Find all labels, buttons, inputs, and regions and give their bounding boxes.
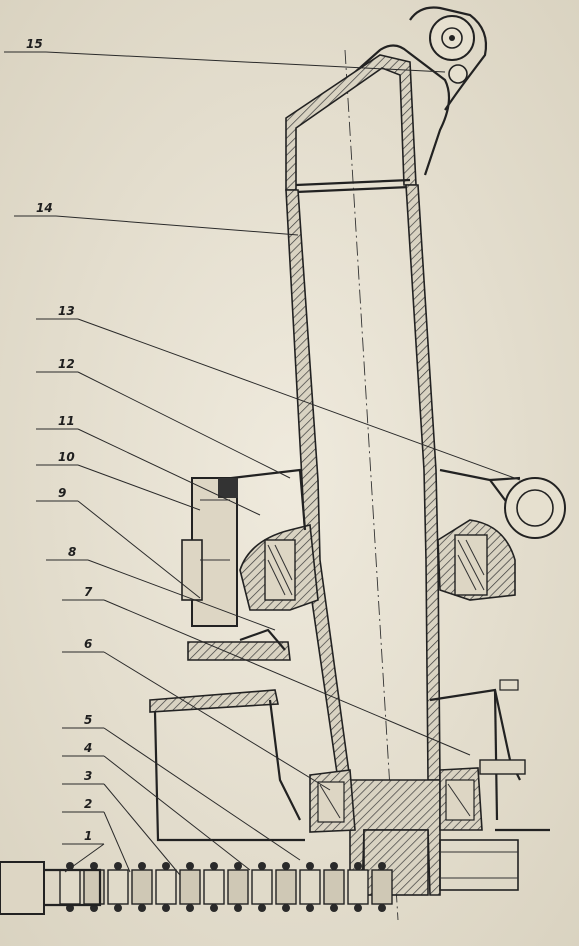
chain-pin [114, 862, 122, 870]
leader-line-4 [103, 755, 251, 871]
top-pivot-bracket [289, 6, 488, 176]
chain-pin [90, 862, 98, 870]
callout-label-11: 11 [58, 414, 75, 428]
leader-line-14 [55, 215, 299, 236]
leader-line-8 [87, 559, 276, 631]
chain-link [251, 869, 273, 905]
chain-pin [306, 862, 314, 870]
lower-bearing-right [439, 759, 526, 831]
chain-pin [258, 862, 266, 870]
leader-line-1 [64, 843, 105, 873]
chain-link [299, 869, 321, 905]
leader-line-7 [103, 599, 471, 756]
chain-pin [282, 862, 290, 870]
chain-pin [234, 904, 242, 912]
chain-pin [234, 862, 242, 870]
lower-housing [149, 679, 550, 842]
chain-pin [354, 904, 362, 912]
leader-line-3 [103, 783, 181, 876]
callout-label-4: 4 [83, 741, 92, 755]
callout-label-14: 14 [36, 201, 53, 215]
leader-line-11 [77, 428, 261, 516]
chain-pin [210, 862, 218, 870]
chain-link [275, 869, 297, 905]
leader-line-13 [77, 318, 521, 481]
chain-link [59, 869, 81, 905]
chain-pin [354, 862, 362, 870]
callout-label-5: 5 [84, 713, 92, 727]
chain-link [323, 869, 345, 905]
left-bolt-block [181, 477, 238, 627]
leader-line-12 [77, 371, 291, 479]
chain-pin [258, 904, 266, 912]
chain-link [347, 869, 369, 905]
callout-label-9: 9 [58, 486, 66, 500]
leader-line-10 [77, 464, 201, 511]
chain-assembly [59, 862, 393, 912]
chain-end-block [0, 861, 45, 915]
chain-link [107, 869, 129, 905]
chain-pin [186, 862, 194, 870]
chain-link [131, 869, 153, 905]
chain-pin [210, 904, 218, 912]
chain-pin [378, 862, 386, 870]
callout-label-3: 3 [84, 769, 92, 783]
leader-line-5 [103, 727, 301, 861]
callout-label-12: 12 [58, 357, 75, 371]
chain-pin [162, 862, 170, 870]
callout-label-13: 13 [58, 304, 75, 318]
chain-pin [306, 904, 314, 912]
right-sprocket [439, 839, 519, 891]
chain-pin [138, 904, 146, 912]
callout-label-10: 10 [58, 450, 75, 464]
callout-label-1: 1 [84, 829, 92, 843]
right-side-lug [489, 476, 566, 539]
chain-pin [66, 862, 74, 870]
tube-top-seam [295, 178, 411, 187]
chain-pin [378, 904, 386, 912]
chain-pin [330, 862, 338, 870]
lower-bearing-left [309, 769, 356, 833]
chain-pin [282, 904, 290, 912]
chain-pin [138, 862, 146, 870]
chain-pin [114, 904, 122, 912]
chain-pin [330, 904, 338, 912]
chain-link [203, 869, 225, 905]
center-axis [344, 49, 399, 921]
callout-label-6: 6 [84, 637, 92, 651]
leader-line-9 [77, 500, 201, 599]
leader-lines [4, 51, 521, 876]
callout-label-2: 2 [84, 797, 92, 811]
chain-link [179, 869, 201, 905]
leader-line-6 [103, 651, 331, 791]
leader-line-15 [45, 51, 446, 73]
chain-link [227, 869, 249, 905]
chain-pin [186, 904, 194, 912]
chain-link [371, 869, 393, 905]
leader-line-2 [103, 811, 131, 873]
chain-link [155, 869, 177, 905]
callout-label-15: 15 [26, 37, 43, 51]
upper-bearing-left [214, 468, 319, 611]
callout-label-7: 7 [84, 585, 93, 599]
chain-pin [162, 904, 170, 912]
callout-label-8: 8 [68, 545, 76, 559]
